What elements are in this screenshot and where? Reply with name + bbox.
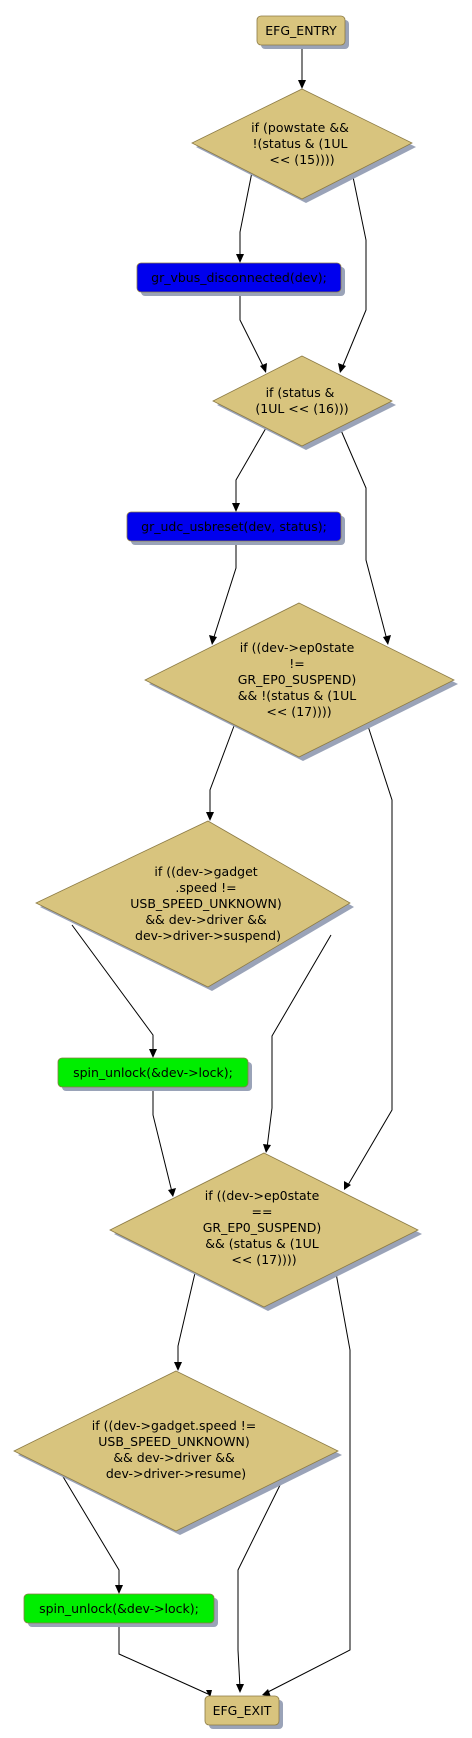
unlock-2-box <box>23 1593 215 1624</box>
unlock-1-label: spin_unlock(&dev->lock); <box>73 1065 233 1080</box>
node-unlock-1: spin_unlock(&dev->lock); <box>57 1057 252 1091</box>
cond-resume-cb-diamond <box>13 1370 339 1532</box>
usbreset-label: gr_udc_usbreset(dev, status); <box>141 519 327 534</box>
exit-label: EFG_EXIT <box>213 1703 272 1718</box>
edge-arrowhead <box>338 363 346 373</box>
vbus-disconnected-box <box>136 262 342 293</box>
node-cond-powstate: if (powstate && !(status & (1UL << (15))… <box>191 88 416 203</box>
edge-arrowhead <box>168 1188 176 1197</box>
edge-arrowhead <box>298 80 306 89</box>
node-cond-not-suspend: if ((dev->ep0state != GR_EP0_SUSPEND) &&… <box>144 602 458 761</box>
cond-powstate-label: if (powstate && !(status & (1UL << (15))… <box>251 120 353 167</box>
edge-arrowhead <box>115 1585 123 1594</box>
edge-cond-status16-to-usbreset <box>235 427 267 507</box>
vbus-disconnected-label: gr_vbus_disconnected(dev); <box>151 270 327 285</box>
node-cond-suspend-cb: if ((dev->gadget .speed != USB_SPEED_UNK… <box>35 820 354 991</box>
node-exit: EFG_EXIT <box>204 1695 283 1729</box>
cond-is-suspend-label: if ((dev->ep0state == GR_EP0_SUSPEND) &&… <box>203 1188 326 1267</box>
node-cond-status16: if (status & (1UL << (16))) <box>212 355 396 450</box>
cond-suspend-cb-label: if ((dev->gadget .speed != USB_SPEED_UNK… <box>130 864 286 943</box>
edge-arrowhead <box>262 1689 271 1697</box>
cond-status16-diamond <box>212 355 393 447</box>
usbreset-box <box>126 511 342 542</box>
node-unlock-2: spin_unlock(&dev->lock); <box>23 1593 218 1627</box>
edge-cond-resume-cb-to-exit <box>237 1474 286 1689</box>
unlock-1-box <box>57 1057 249 1088</box>
cond-status16-label: if (status & (1UL << (16))) <box>255 385 348 416</box>
edge-cond-powstate-to-cond-status16 <box>341 171 367 369</box>
edge-unlock-2-to-exit <box>118 1626 209 1695</box>
edge-arrowhead <box>383 635 391 645</box>
cond-resume-cb-label: if ((dev->gadget.speed != USB_SPEED_UNKN… <box>92 1418 261 1481</box>
edge-arrowhead <box>209 635 217 645</box>
edge-arrowhead <box>260 363 267 373</box>
node-vbus-disconnected: gr_vbus_disconnected(dev); <box>136 262 345 296</box>
node-cond-is-suspend: if ((dev->ep0state == GR_EP0_SUSPEND) &&… <box>109 1152 422 1311</box>
edge-unlock-1-to-cond-is-suspend <box>152 1087 173 1193</box>
cond-is-suspend-diamond <box>109 1152 419 1308</box>
exit-box <box>204 1695 280 1726</box>
cond-powstate-diamond <box>191 88 413 200</box>
unlock-2-label: spin_unlock(&dev->lock); <box>39 1601 199 1616</box>
edge-arrowhead <box>149 1049 157 1058</box>
edge-cond-is-suspend-to-exit <box>265 1272 351 1694</box>
node-entry: EFG_ENTRY <box>256 15 349 49</box>
edge-cond-is-suspend-to-cond-resume-cb <box>177 1272 196 1366</box>
node-cond-resume-cb: if ((dev->gadget.speed != USB_SPEED_UNKN… <box>13 1370 342 1535</box>
edge-usbreset-to-cond-not-suspend <box>212 540 237 641</box>
edge-cond-status16-to-cond-not-suspend <box>339 427 388 641</box>
cond-not-suspend-diamond <box>144 602 455 758</box>
edge-arrowhead <box>206 812 214 821</box>
edge-cond-suspend-cb-to-cond-is-suspend <box>266 934 332 1149</box>
node-usbreset: gr_udc_usbreset(dev, status); <box>126 511 345 545</box>
entry-box <box>256 15 346 46</box>
edge-vbus-to-cond-status16 <box>239 291 265 369</box>
edge-arrowhead <box>174 1362 182 1371</box>
edge-cond-powstate-to-vbus <box>239 171 253 258</box>
edge-arrowhead <box>263 1144 271 1153</box>
edge-cond-resume-cb-to-unlock-2 <box>61 1474 120 1589</box>
cond-suspend-cb-diamond <box>35 820 351 988</box>
edges <box>61 47 393 1698</box>
edge-arrowhead <box>236 254 244 263</box>
cond-not-suspend-label: if ((dev->ep0state != GR_EP0_SUSPEND) &&… <box>238 640 361 719</box>
entry-label: EFG_ENTRY <box>265 23 337 38</box>
edge-arrowhead <box>236 1684 244 1693</box>
edge-arrowhead <box>344 1181 351 1190</box>
edge-cond-not-suspend-to-cond-is-suspend <box>347 725 393 1186</box>
edge-cond-not-suspend-to-cond-suspend-cb <box>209 725 235 816</box>
edge-cond-suspend-cb-to-unlock-1 <box>71 924 154 1053</box>
edge-arrowhead <box>232 503 240 512</box>
